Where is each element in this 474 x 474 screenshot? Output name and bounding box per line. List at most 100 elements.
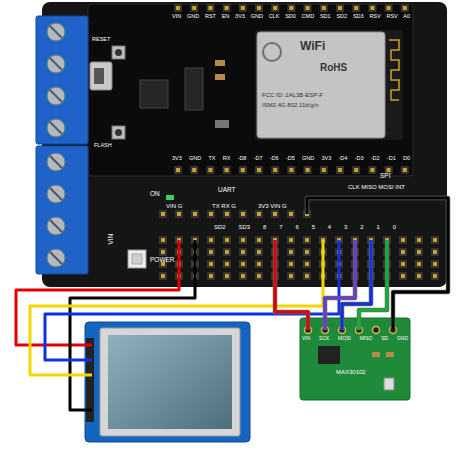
pin	[305, 262, 309, 266]
pin	[241, 262, 245, 266]
terminal-screw	[47, 185, 65, 203]
pin	[289, 262, 293, 266]
pin	[161, 212, 165, 216]
pin-socket	[287, 272, 295, 280]
pin	[225, 6, 229, 10]
wire-outline	[359, 240, 387, 330]
wifi-module-body	[255, 30, 403, 140]
pin-socket	[255, 236, 263, 244]
pin-socket	[399, 272, 407, 280]
pin-socket	[255, 248, 263, 256]
screw-slot	[50, 122, 62, 134]
wire-outline	[275, 240, 308, 330]
pin-socket	[415, 272, 423, 280]
pin	[305, 250, 309, 254]
screw-slot	[50, 90, 62, 102]
sensor-module: VIN SCK MOSI MISO SD GND MAX30102	[300, 318, 410, 400]
ic-chip	[215, 74, 225, 80]
button-label: FLASH	[94, 142, 122, 148]
lcd-wire	[70, 240, 195, 410]
pin-socket	[271, 166, 279, 174]
lcd-wire	[16, 240, 339, 410]
header-pins	[159, 4, 439, 280]
nodemcu-board: WiFiRoHSFCC ID: 2AL3B-ESP-FISM2.4G 802.1…	[88, 4, 413, 176]
pin-socket	[239, 210, 247, 218]
module-mark: RoHS	[320, 62, 370, 73]
screw-slot	[50, 156, 62, 168]
ic-chip	[215, 60, 225, 66]
power-switch	[166, 195, 174, 200]
push-button	[112, 46, 125, 139]
led-label: ON	[150, 190, 164, 197]
pin	[433, 262, 437, 266]
pin	[257, 212, 261, 216]
screw-terminal	[36, 16, 88, 144]
pin-label: VIN	[107, 223, 114, 245]
pin-socket	[287, 260, 295, 268]
terminal-screw	[47, 55, 65, 73]
sensor-module-pcb	[386, 352, 394, 357]
pin	[225, 262, 229, 266]
pin	[401, 274, 405, 278]
pin-socket	[287, 166, 295, 174]
pin	[417, 238, 421, 242]
pin-socket	[190, 4, 198, 12]
sensor-module-pcb	[384, 378, 394, 390]
push-button	[112, 46, 125, 59]
pin	[209, 274, 213, 278]
usb-port	[94, 68, 104, 84]
terminal-screw	[47, 249, 65, 267]
pin-socket	[255, 4, 263, 12]
pin	[241, 6, 245, 10]
pin	[417, 262, 421, 266]
pin-socket	[255, 260, 263, 268]
pin-socket	[255, 166, 263, 174]
pin-socket	[207, 272, 215, 280]
pin-socket	[304, 166, 312, 174]
lcd-wire	[16, 240, 179, 345]
pin	[193, 212, 197, 216]
pin-socket	[320, 4, 328, 12]
pin	[241, 168, 245, 172]
pin	[257, 262, 261, 266]
pin-socket	[223, 260, 231, 268]
pin	[433, 274, 437, 278]
screw-slot	[50, 220, 62, 232]
pin	[209, 212, 213, 216]
wifi-module-body	[389, 40, 399, 100]
lcd-display	[108, 335, 232, 429]
pin	[306, 6, 310, 10]
pin	[209, 238, 213, 242]
pin	[403, 6, 407, 10]
pin-socket	[190, 166, 198, 174]
expansion-board-pcb	[88, 4, 413, 176]
sensor-module-pcb	[372, 352, 380, 357]
pin	[257, 168, 261, 172]
pin-socket	[431, 260, 439, 268]
pin-socket	[415, 248, 423, 256]
pin	[192, 168, 196, 172]
pin-socket	[399, 236, 407, 244]
pin-socket	[431, 248, 439, 256]
pin	[403, 168, 407, 172]
screw-slot	[50, 58, 62, 70]
section-label: SPI	[380, 172, 404, 179]
lcd-display	[85, 322, 250, 442]
jumper-wire	[325, 240, 355, 330]
pin	[241, 250, 245, 254]
pin-socket	[399, 260, 407, 268]
pin	[338, 168, 342, 172]
pin-socket	[223, 248, 231, 256]
pin	[306, 168, 310, 172]
part-name: MAX30102	[336, 369, 396, 376]
lcd-wire	[30, 240, 323, 375]
switch-label: POWER	[150, 256, 180, 263]
pin	[289, 168, 293, 172]
pin-socket	[415, 236, 423, 244]
pin-row-label: VIN SCK MOSI MISO SD GND	[302, 336, 408, 342]
pin-socket	[401, 166, 409, 174]
pin	[161, 250, 165, 254]
power-switch	[128, 250, 146, 268]
module-spec: ISM2.4G 802.11b/g/n	[262, 102, 382, 109]
pin	[241, 238, 245, 242]
